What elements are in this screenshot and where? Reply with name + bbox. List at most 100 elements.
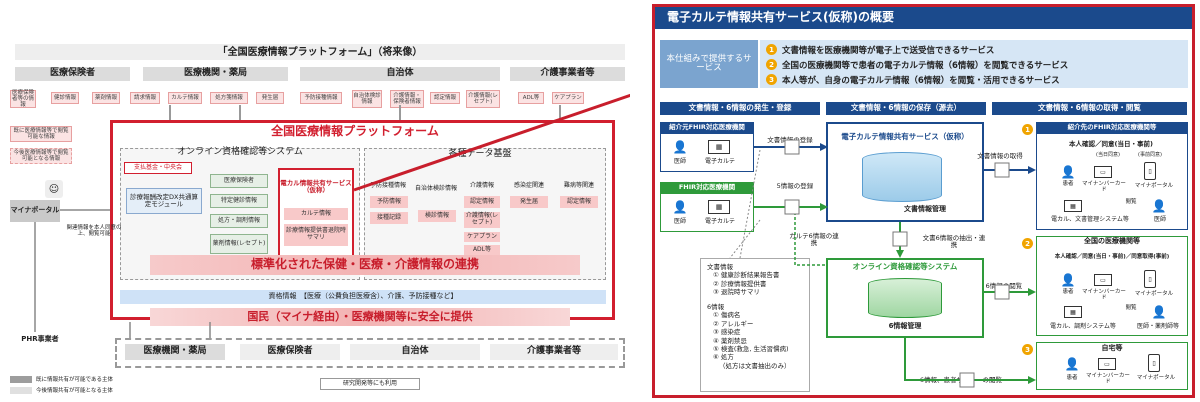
multi-header: 難病等関連	[563, 181, 594, 189]
num-3-dest: 3	[1022, 344, 1033, 355]
top-item: 薬剤情報	[92, 92, 120, 104]
top-item: カルテ情報	[168, 92, 202, 104]
top-item: 処方箋情報	[210, 92, 248, 104]
num-3: 3	[766, 74, 777, 85]
dest2-box	[1036, 236, 1188, 336]
center-item: 特定健診情報	[210, 194, 268, 208]
legend-swatch	[10, 376, 32, 383]
dest1-label: 紹介先のFHIR対応医療機関等	[1036, 122, 1188, 134]
src2-label: FHIR対応医療機関	[660, 182, 754, 194]
ekarte-icon: ▦	[708, 140, 730, 154]
today-label: (当日同意)	[1096, 152, 1120, 159]
qual-line: 資格情報 【医療（公費負担医療含）、介護、予防接種など】	[120, 290, 606, 304]
phone-icon: ▯	[1144, 162, 1156, 180]
view-sum-label: 6情報、患者サマリーの閲覧	[919, 376, 1003, 385]
side-note: 今後医療情報等で閲覧可能となる情報	[10, 148, 72, 164]
platform-title: 全国医療情報プラットフォーム	[271, 124, 439, 139]
list-item: ① 健康診断結果報告書	[713, 271, 780, 280]
patient-icon: 👤	[1060, 165, 1076, 179]
phone-icon: ▯	[1144, 270, 1156, 288]
doc-get-label: 文書情報の取得	[977, 152, 1023, 161]
mynumber-label: マイナンバーカード	[1082, 180, 1126, 193]
list-item: ⑤ 検査(救急, 生活習慣病)	[713, 344, 789, 353]
standard-banner: 標準化された保健・医療・介護情報の連携	[150, 255, 580, 275]
multi-item: 認定情報	[560, 196, 598, 208]
center-item: 処方・調剤情報	[210, 214, 268, 228]
karte-item: 診療情報提供書退院時サマリ	[284, 224, 348, 246]
left-figure: 「全国医療情報プラットフォーム」（将来像） 医療保険者 医療機関・薬局 自治体 …	[10, 44, 630, 394]
card-icon: ▭	[1094, 274, 1112, 286]
service-2: 全国の医療機関等で患者の電子カルテ情報（6情報）を閲覧できるサービス	[782, 61, 1069, 71]
multi-header: 感染症関連	[513, 181, 544, 189]
myportal-label: マイナポータル	[1134, 182, 1174, 189]
patient-label: 患者	[1066, 374, 1078, 381]
bottom-header: 介護事業者等	[490, 344, 618, 360]
maina-note: 関連情報を本人同意の上、閲覧可能	[66, 224, 122, 237]
num-2-dest: 2	[1022, 238, 1033, 249]
karte-item: カルテ情報	[284, 208, 348, 220]
list-doc-title: 文書情報	[707, 263, 733, 271]
six-db	[868, 278, 942, 318]
sys1-label: 電カル、文書管理システム等	[1051, 216, 1129, 224]
mgmt6-label: 6情報管理	[888, 322, 922, 331]
service-name: 電子カルテ情報共有サービス（仮称）	[841, 131, 969, 141]
header-care: 介護事業者等	[510, 67, 625, 81]
legend-label: 既に情報共有が可能である主体	[36, 377, 113, 383]
dest3-box	[1036, 342, 1188, 390]
top-item: 介護情報(レセプト)	[466, 90, 500, 108]
src1-doctor: 医師	[673, 158, 686, 166]
multi-header: 予防接種情報	[369, 181, 406, 189]
card-icon: ▭	[1098, 358, 1116, 370]
karte-title: 電カル情報共有サービス（仮称）	[280, 178, 352, 194]
src2-doctor: 医師	[673, 218, 686, 226]
multi-item: 予防情報	[370, 196, 408, 208]
myportal-label: マイナポータル	[1134, 290, 1174, 297]
multi-item: 介護情報(レセプト)	[464, 212, 500, 228]
top-item: ADL等	[518, 92, 544, 104]
research-label: 研究開発等にも利用	[320, 378, 420, 390]
list-item: ① 傷病名	[713, 311, 741, 320]
list-item: ② 診療情報提供書	[713, 279, 767, 288]
service-3: 本人等が、自身の電子カルテ情報（6情報）を閲覧・活用できるサービス	[782, 76, 1060, 86]
services-box	[760, 40, 1188, 88]
top-item: 介護情報・保険者情報	[390, 90, 424, 108]
legend-label: 今後情報共有が可能となる主体	[36, 388, 113, 394]
legend-swatch	[10, 387, 32, 394]
doc-mgmt-label: 文書情報管理	[904, 205, 946, 214]
ekarte-icon: ▦	[1064, 306, 1082, 318]
mechanism-label: 本仕組みで提供するサービス	[660, 40, 758, 88]
list-item: ② アレルギー	[713, 319, 754, 328]
header-hospital: 医療機関・薬局	[143, 67, 288, 81]
bottom-row	[115, 338, 625, 368]
view-label: 閲覧	[1125, 304, 1137, 311]
multi-header: 自治体検診情報	[414, 184, 457, 192]
list-item: ④ 薬剤禁忌	[713, 336, 747, 345]
dx-box: 診療報酬改定DX共通算定モジュール	[126, 188, 202, 214]
phr-label: PHR事業者	[21, 335, 59, 344]
view6-label: 6情報の閲覧	[985, 282, 1023, 291]
center-item: 薬剤情報(レセプト)	[210, 234, 268, 254]
num-2: 2	[766, 59, 777, 70]
view-label: 閲覧	[1125, 198, 1137, 205]
list-item: ③ 退院時サマリ	[713, 288, 760, 297]
left-title: 「全国医療情報プラットフォーム」（将来像）	[15, 44, 625, 60]
patient-label: 患者	[1062, 180, 1074, 187]
patient-icon: 👤	[1064, 357, 1080, 371]
right-title: 電子カルテ情報共有サービス(仮称)の概要	[655, 7, 1192, 29]
bottom-header: 自治体	[350, 344, 480, 360]
card-icon: ▭	[1094, 166, 1112, 178]
phase-3: 文書情報・6情報の取得・閲覧	[992, 102, 1187, 115]
dest2-sub: 本人確認／同意(当日・事前)／同意取得(事前)	[1054, 253, 1170, 260]
phase-1: 文書情報・6情報の発生・登録	[660, 102, 820, 115]
dest3-label: 自宅等	[1101, 344, 1123, 353]
top-item: 予防接種情報	[300, 92, 342, 104]
multi-item: 検診情報	[418, 210, 456, 222]
patient-label: 患者	[1062, 288, 1074, 295]
service-1: 文書情報を医療機関等が電子上で送受信できるサービス	[782, 46, 995, 56]
multi-item: 発生届	[510, 196, 548, 208]
ekarte-icon: ▦	[1064, 200, 1082, 212]
phone-icon: ▯	[1148, 354, 1160, 372]
top-item: 認定情報	[430, 92, 460, 104]
src1-ekarte: 電子カルテ	[704, 158, 735, 166]
maina-icon: ☺	[45, 180, 63, 198]
